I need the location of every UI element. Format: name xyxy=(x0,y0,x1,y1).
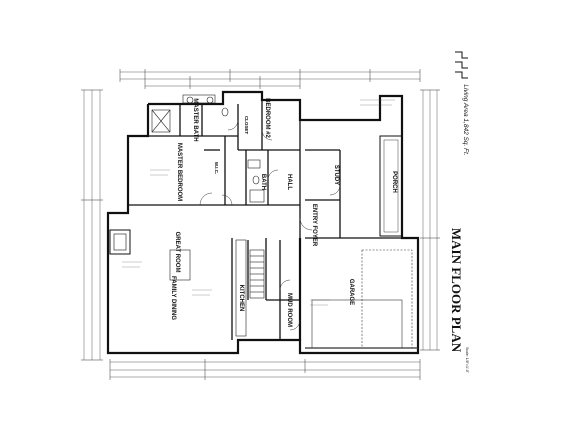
porch-outline xyxy=(379,135,403,237)
label-great-room: GREAT ROOM xyxy=(174,232,180,273)
annotation-marks xyxy=(122,99,395,306)
label-garage: GARAGE xyxy=(348,279,354,305)
plan-title: MAIN FLOOR PLAN xyxy=(449,228,464,353)
label-master-bath: MASTER BATH xyxy=(192,98,198,141)
label-porch: PORCH xyxy=(391,171,397,193)
label-family-dining: FAMILY DINING xyxy=(170,276,176,320)
kitchen-stairs xyxy=(169,239,265,337)
interior-walls xyxy=(128,100,418,340)
label-kitchen: KITCHEN xyxy=(238,285,244,312)
north-arrow-marks xyxy=(455,51,468,79)
label-study: STUDY xyxy=(333,165,339,185)
label-master-bedroom: MASTER BEDROOM xyxy=(176,143,182,201)
label-closet: CLOSET xyxy=(244,116,249,135)
label-mud-room: MUD ROOM xyxy=(286,293,292,327)
door-swings xyxy=(199,119,341,331)
bath-fixtures xyxy=(151,94,265,203)
label-wic: W.I.C. xyxy=(214,162,219,174)
exterior-walls xyxy=(106,90,420,355)
fireplace xyxy=(109,229,131,255)
dimension-lines xyxy=(81,69,440,380)
room-labels: MASTER BATH BEDROOM #2 MASTER BEDROOM BA… xyxy=(170,98,397,327)
living-area: Living Area 1,842 Sq. Ft. xyxy=(462,84,469,155)
label-bath: BATH xyxy=(260,174,266,190)
scale-note: Scale: 1/8"=1'-0" xyxy=(465,347,469,374)
label-hall: HALL xyxy=(286,174,292,190)
title-block: MAIN FLOOR PLAN Living Area 1,842 Sq. Ft… xyxy=(449,84,469,373)
label-bedroom2: BEDROOM #2 xyxy=(264,98,270,138)
label-entry-foyer: ENTRY FOYER xyxy=(311,204,317,247)
garage-details xyxy=(305,249,418,349)
